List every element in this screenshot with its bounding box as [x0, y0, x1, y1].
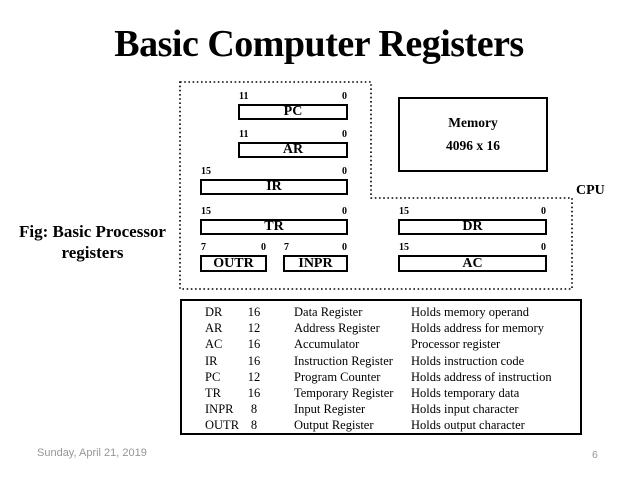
registers-table: DR 16 Data Register Holds memory operand… — [180, 299, 582, 435]
bit-label-high: 15 — [201, 206, 211, 217]
cell-desc: Holds temporary data — [411, 386, 520, 401]
memory-label: Memory — [448, 115, 498, 130]
footer-date: Sunday, April 21, 2019 — [37, 447, 147, 459]
cell-reg: DR — [205, 305, 223, 319]
register-inpr: 7 0 INPR — [283, 242, 348, 272]
cell-bits: 16 — [247, 305, 261, 319]
cell-name: Address Register — [294, 321, 380, 336]
cell-name: Input Register — [294, 402, 366, 417]
table-row: TR 16 Temporary Register Holds temporary… — [205, 385, 580, 401]
register-box: PC — [238, 104, 348, 120]
cell-bits: 8 — [250, 418, 258, 433]
cell-name: Program Counter — [294, 369, 381, 384]
cell-reg: OUTR — [205, 418, 240, 433]
cell-desc: Holds input character — [411, 402, 519, 417]
memory-size-label: 4096 x 16 — [446, 138, 500, 153]
table-row: OUTR 8 Output Register Holds output char… — [205, 417, 580, 433]
cell-desc: Holds output character — [411, 418, 525, 433]
table-row: INPR 8 Input Register Holds input charac… — [205, 401, 580, 417]
register-dr-bit-range: 15 0 — [398, 206, 547, 219]
fig-caption-line1: Fig: Basic Processor — [19, 222, 166, 241]
fig-caption: Fig: Basic Processor registers — [5, 221, 180, 263]
bit-label-low: 0 — [342, 129, 347, 140]
register-pc: 11 0 PC — [238, 91, 348, 120]
table-row: AR 12 Address Register Holds address for… — [205, 320, 580, 336]
slide-title: Basic Computer Registers — [114, 23, 524, 65]
cell-bits: 16 — [247, 353, 261, 368]
bit-label-high: 15 — [399, 206, 409, 217]
bit-label-low: 0 — [541, 242, 546, 253]
cell-name: Temporary Register — [294, 386, 394, 401]
register-ac-bit-range: 15 0 — [398, 242, 547, 255]
cell-reg: AR — [205, 321, 223, 336]
register-box: OUTR — [200, 255, 267, 272]
register-tr: 15 0 TR — [200, 206, 348, 235]
cell-reg: PC — [205, 369, 221, 384]
register-inpr-bit-range: 7 0 — [283, 242, 348, 255]
cell-reg: IR — [205, 353, 218, 368]
register-box: TR — [200, 219, 348, 235]
table-row: DR 16 Data Register Holds memory operand — [205, 304, 580, 320]
bit-label-low: 0 — [342, 166, 347, 177]
table-row: AC 16 Accumulator Processor register — [205, 336, 580, 352]
register-box: INPR — [283, 255, 348, 272]
cell-desc: Holds instruction code — [411, 353, 525, 368]
bit-label-high: 7 — [201, 242, 206, 253]
register-tr-bit-range: 15 0 — [200, 206, 348, 219]
cpu-label: CPU — [576, 183, 605, 198]
table-row: IR 16 Instruction Register Holds instruc… — [205, 353, 580, 369]
cell-bits: 16 — [247, 386, 261, 401]
bit-label-high: 15 — [201, 166, 211, 177]
cell-bits: 12 — [247, 321, 261, 336]
bit-label-high: 11 — [239, 129, 249, 140]
bit-label-low: 0 — [261, 242, 266, 253]
cell-desc: Holds address of instruction — [411, 369, 552, 384]
bit-label-high: 11 — [239, 91, 249, 102]
bit-label-low: 0 — [342, 91, 347, 102]
cell-bits: 16 — [247, 337, 261, 352]
page-number: 6 — [592, 449, 598, 461]
register-dr: 15 0 DR — [398, 206, 547, 235]
register-ir: 15 0 IR — [200, 166, 348, 195]
cell-name: Accumulator — [294, 337, 360, 352]
register-box: AR — [238, 142, 348, 158]
cell-name: Instruction Register — [294, 353, 393, 368]
register-ar: 11 0 AR — [238, 129, 348, 158]
register-box: DR — [398, 219, 547, 235]
register-outr: 7 0 OUTR — [200, 242, 267, 272]
cell-bits: 8 — [250, 402, 258, 417]
cell-name: Output Register — [294, 418, 374, 433]
register-outr-bit-range: 7 0 — [200, 242, 267, 255]
cell-reg: INPR — [205, 402, 234, 417]
register-box: IR — [200, 179, 348, 195]
bit-label-low: 0 — [541, 206, 546, 217]
bit-label-low: 0 — [342, 242, 347, 253]
cell-desc: Processor register — [411, 337, 501, 352]
cell-desc: Holds address for memory — [411, 321, 544, 336]
cell-bits: 12 — [247, 369, 261, 384]
register-ir-bit-range: 15 0 — [200, 166, 348, 179]
register-box: AC — [398, 255, 547, 272]
bit-label-high: 7 — [284, 242, 289, 253]
fig-caption-line2: registers — [61, 243, 124, 262]
register-pc-bit-range: 11 0 — [238, 91, 348, 104]
register-ac: 15 0 AC — [398, 242, 547, 272]
cell-desc: Holds memory operand — [411, 305, 530, 319]
bit-label-high: 15 — [399, 242, 409, 253]
cell-reg: AC — [205, 337, 223, 352]
cell-reg: TR — [205, 386, 221, 401]
register-ar-bit-range: 11 0 — [238, 129, 348, 142]
table-row: PC 12 Program Counter Holds address of i… — [205, 369, 580, 385]
memory-box: Memory 4096 x 16 — [398, 97, 548, 172]
cell-name: Data Register — [294, 305, 363, 319]
bit-label-low: 0 — [342, 206, 347, 217]
